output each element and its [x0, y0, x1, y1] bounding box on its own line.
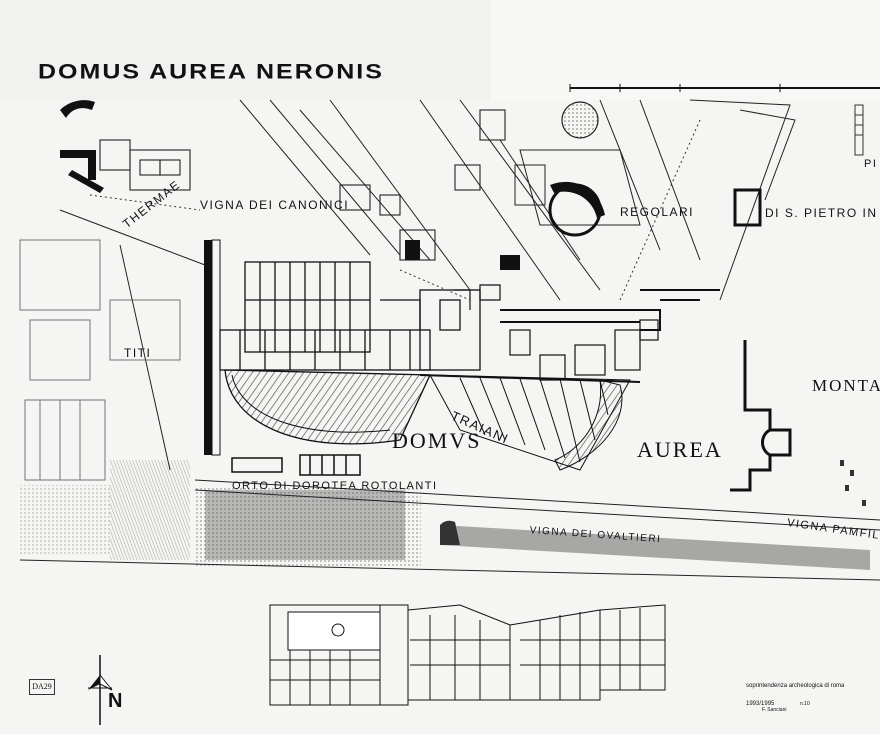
- label-domus: DOMVS: [392, 428, 482, 453]
- label-monta: MONTA: [812, 376, 880, 395]
- map-title: DOMUS AUREA NERONIS: [38, 60, 384, 84]
- north-arrow-icon: [88, 655, 113, 725]
- credit-author: F. Sanciani: [762, 707, 787, 713]
- traiani-rooms: [429, 374, 631, 471]
- credit-number: n.10: [800, 701, 810, 707]
- label-titi: TITI: [124, 346, 152, 360]
- label-vigna-dei-canonici: VIGNA DEI CANONICI: [200, 198, 350, 212]
- north-letter: N: [108, 690, 123, 712]
- road-lines: [19, 209, 880, 581]
- corridor-east: [419, 289, 720, 383]
- credit-institution: soprintendenza archeologica di roma: [746, 683, 845, 689]
- label-pi-fragment: PI: [864, 158, 878, 170]
- label-orto-di-dorotea: ORTO DI DOROTEA ROTOLANTI: [232, 480, 438, 492]
- monta-structure: [730, 340, 792, 492]
- gray-road-band: [440, 525, 870, 570]
- palace-grid: [219, 261, 481, 371]
- crescent-hatched: [224, 369, 432, 445]
- credit-years: 1993/1995: [746, 701, 775, 707]
- label-di-s-pietro: DI S. PIETRO IN: [765, 206, 878, 220]
- wall-west: [204, 240, 212, 455]
- inset-plan: [269, 604, 666, 706]
- heavy-wall-accents: [60, 100, 762, 270]
- label-aurea: AUREA: [637, 437, 723, 462]
- scale-bar-icon: [569, 84, 880, 92]
- label-regolari: REGOLARI: [620, 205, 695, 219]
- lower-rooms: [231, 454, 361, 476]
- inventory-label: DA29: [29, 679, 55, 695]
